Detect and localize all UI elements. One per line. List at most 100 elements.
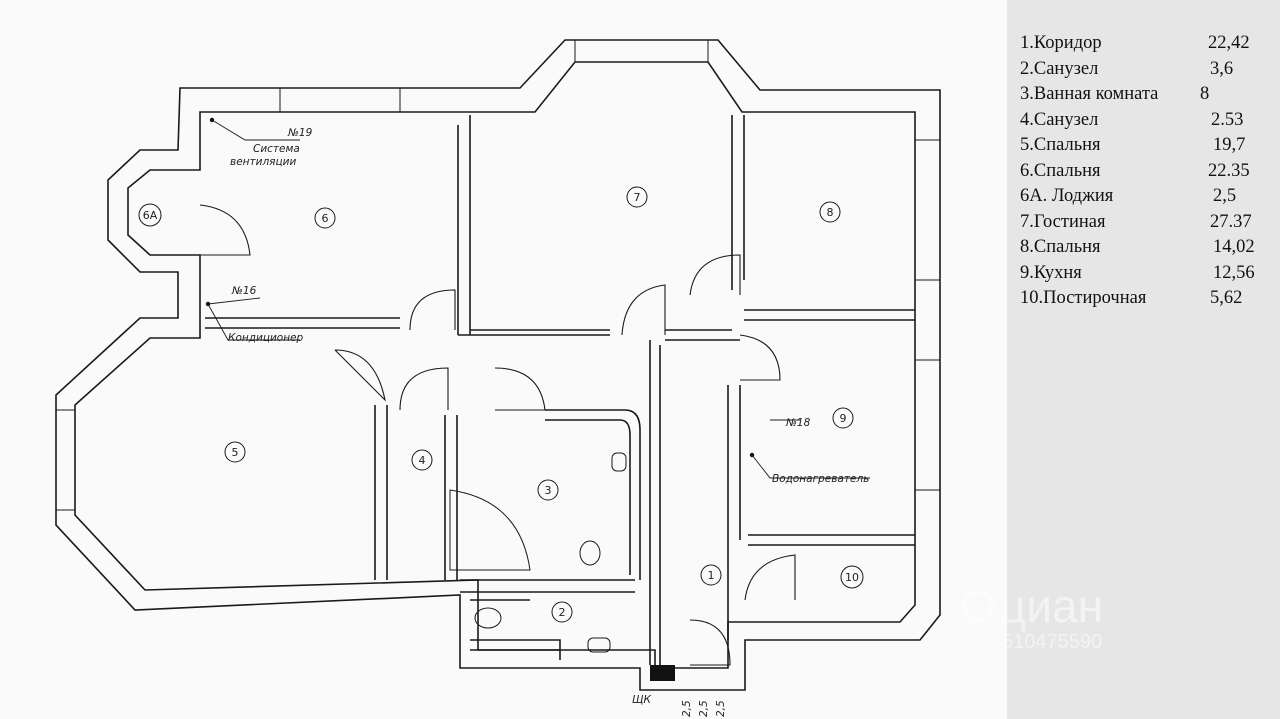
legend-room-name: 9.Кухня [1020,262,1082,283]
room-label-5: 5 [232,446,239,459]
outer-wall-outer [55,39,941,691]
note-dim-2: 2,5 [698,700,710,717]
wall-3-top [545,409,641,580]
legend-panel: 1.Коридор 22,42 2.Санузел 3,6 3.Ванная комна… [1007,0,1280,719]
door-entry [689,619,731,666]
doors [199,204,796,666]
wall-corridor-top [458,329,740,341]
legend-room-name: 8.Спальня [1020,237,1101,257]
dot-conditioner [205,301,211,307]
floor-plan-area: 5 6 6А 7 8 9 10 4 3 2 1 Система вентиляц… [55,39,941,717]
room-marker-3 [537,479,559,501]
toilet-bath-2 [474,607,502,629]
bathtub-shape [449,489,531,571]
door-4 [399,367,449,411]
room-marker-5 [224,441,246,463]
note-panel: ЩК [632,694,651,706]
room-marker-1 [700,564,722,586]
legend-row: 1.Коридор 22,42 [1020,33,1270,58]
room-label-4: 4 [419,454,426,467]
room-label-3: 3 [545,484,552,497]
legend-room-name: 2.Санузел [1020,58,1099,79]
room-label-8: 8 [827,206,834,219]
wall-3-bottom [460,579,635,593]
legend-row: 7.Гостиная 27.37 [1020,212,1270,237]
room-marker-4 [411,449,433,471]
note-ventilation-line2: вентиляции [230,156,296,168]
legend-row: 8.Спальня 14,02 [1020,237,1270,262]
legend-room-area: 3,6 [1210,58,1234,79]
wall-6-bottom [205,317,400,329]
note-n16: №16 [231,285,257,297]
wall-6-7 [457,115,471,335]
legend-room-name: 1.Коридор [1020,33,1102,53]
legend-room-area: 5,62 [1210,288,1243,308]
wall-7-8 [731,115,745,290]
legend-row: 6А. Лоджия 2,5 [1020,186,1270,211]
note-conditioner: Кондиционер [228,332,304,344]
legend-room-name: 6.Спальня [1020,160,1101,181]
legend-room-name: 6А. Лоджия [1020,186,1114,206]
dot-heater [749,452,755,458]
legend-row: 2.Санузел 3,6 [1020,59,1270,84]
room-marker-6 [314,207,336,229]
room-markers [138,186,864,623]
room-marker-7 [626,186,648,208]
outer-wall-inner [74,61,916,669]
room-label-7: 7 [634,191,641,204]
room-label-1: 1 [708,569,715,582]
room-label-2: 2 [559,606,566,619]
wall-8-9 [744,309,915,321]
legend-row: 5.Спальня 19,7 [1020,135,1270,160]
toilet-bath-3 [579,540,601,566]
room-marker-9 [832,407,854,429]
legend-room-name: 7.Гостиная [1020,211,1106,232]
door-6a [199,204,251,256]
room-label-6: 6 [322,212,329,225]
wall-corridor-right [727,385,741,640]
legend-room-name: 3.Ванная комната [1020,84,1159,104]
door-5 [334,349,386,402]
note-n18: №18 [785,417,811,429]
room-marker-8 [819,201,841,223]
legend-room-area: 19,7 [1213,135,1246,155]
wall-5-right [374,405,388,580]
leader-n16 [207,297,261,305]
legend-room-area: 12,56 [1213,262,1255,283]
wall-9-10 [748,534,915,546]
legend-room-area: 22,42 [1208,33,1250,53]
legend-room-area: 8 [1200,84,1210,104]
room-label-6a: 6А [143,209,158,222]
door-8 [689,254,741,296]
sink-bath-2 [587,637,611,653]
window-7 [574,40,709,62]
note-dim-3: 2,5 [715,700,727,717]
windows [56,40,940,511]
note-ventilation-line1: Система [253,143,300,155]
fixtures [449,452,627,653]
leader-heater [751,454,870,479]
legend-room-area: 2,5 [1213,186,1237,206]
sink-bath-3 [611,452,627,472]
legend-room-name: 4.Санузел [1020,109,1099,130]
note-dots [205,117,755,458]
window-left-5 [56,409,75,511]
door-9 [739,334,781,381]
walls [55,39,941,691]
legend-room-area: 27.37 [1210,211,1252,232]
legend-room-area: 14,02 [1213,237,1255,257]
wall-4-3 [444,415,458,580]
room-marker-6a [138,203,162,227]
legend-row: 3.Ванная комната 8 [1020,84,1270,109]
note-leaders [207,119,870,479]
window-top-6 [279,88,401,112]
leader-conditioner [207,303,300,341]
window-right [915,139,940,491]
note-dim-1: 2,5 [681,700,693,717]
electrical-panel [650,665,675,681]
room-label-9: 9 [840,412,847,425]
legend-room-name: 5.Спальня [1020,135,1101,155]
